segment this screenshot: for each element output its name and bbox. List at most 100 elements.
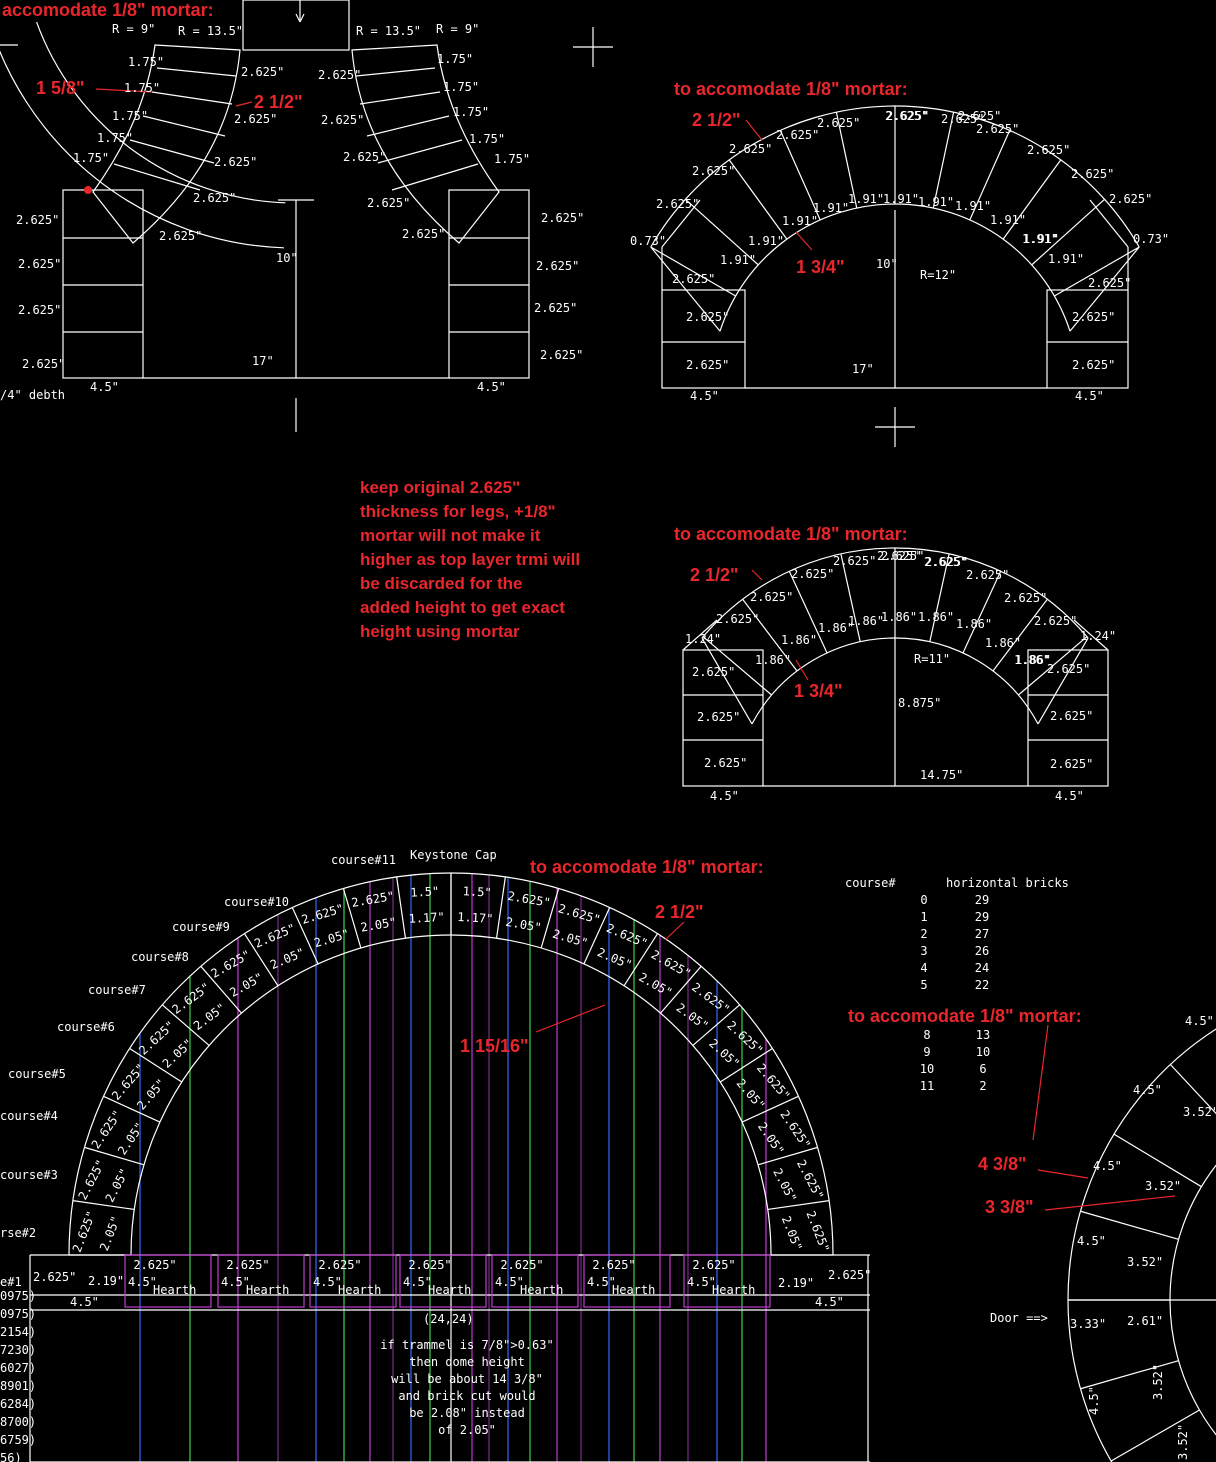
hearth-label: Hearth: [428, 1283, 471, 1297]
d1-right-outer-dim: 2.625": [343, 150, 386, 164]
d4-inner-dim: 2.05": [115, 1120, 147, 1158]
d2-outer-dim: 2.625": [817, 116, 860, 130]
d4-inner-dim: 2.05": [505, 915, 543, 935]
d1-left-extrados: [0, 50, 284, 249]
d2-radius: R=12": [920, 268, 956, 282]
d4-joint: [84, 1146, 145, 1166]
annotation-leader: [1044, 1195, 1176, 1211]
d1-left-inner-dim: 1.75": [97, 131, 133, 145]
d2-right-leg-dim: 2.625": [1072, 310, 1115, 324]
d2-joint: [1031, 198, 1105, 266]
diagram-1-title: accomodate 1/8" mortar:: [2, 0, 214, 20]
d4-inner-dim: 2.05": [268, 945, 307, 972]
d4-note-inner: 1 15/16": [460, 1036, 529, 1056]
d2-outer-dim: 2.625": [656, 197, 699, 211]
edge-number: 6027): [0, 1361, 36, 1375]
d1-right-outer-dim: 2.625": [318, 68, 361, 82]
d2-outer-dim: 2.625": [729, 142, 772, 156]
annotation-leader: [795, 659, 809, 681]
d4-inner-dim: 2.05": [103, 1166, 132, 1204]
d3-inner-dim: 1.86": [818, 621, 854, 635]
d1-right-inner-dim: 1.75": [443, 80, 479, 94]
hearth-top-dim: 2.625": [692, 1258, 735, 1272]
d2-side: 0.73": [630, 234, 666, 248]
d1-span: 17": [252, 354, 274, 368]
keep-original-note: thickness for legs, +1/8": [360, 502, 556, 521]
edge-number: 6284): [0, 1397, 36, 1411]
keep-original-note: height using mortar: [360, 622, 520, 641]
d4-joint: [757, 1146, 818, 1166]
course-label: course#11: [331, 853, 396, 867]
d2-intrados: [719, 203, 1071, 332]
table-bricks: 24: [975, 961, 989, 975]
d1-right-inner-dim: 1.75": [494, 152, 530, 166]
d4-joint: [741, 1095, 799, 1123]
d5-inner-circle: [1169, 1164, 1216, 1301]
d1-leg-width: 4.5": [90, 380, 119, 394]
d1-left-leg-dim: 2.625": [18, 303, 61, 317]
keep-original-note: be discarded for the: [360, 574, 522, 593]
d5-outer-dim: 4.5": [1093, 1159, 1122, 1173]
d5-inner-dim: 3.52": [1176, 1424, 1190, 1460]
d2-inner-dim: 1.91": [1022, 232, 1058, 246]
center-arrow: [299, 13, 305, 23]
hearth-brick: [683, 1254, 771, 1308]
d2-outer-dim: 2.625": [776, 128, 819, 142]
d5-outer-dim: 4.5": [1185, 1014, 1214, 1028]
table-bricks: 26: [975, 944, 989, 958]
d4-inner-dim: 2.05": [359, 915, 397, 935]
d1-depth: /4" debth: [0, 388, 65, 402]
d3-joint: [962, 570, 1002, 654]
d4-side-dim: 2.625": [828, 1268, 871, 1282]
table-bricks: 6: [979, 1062, 986, 1076]
d5-outer-circle: [1067, 1028, 1216, 1301]
d1-left-inner-dim: 1.75": [112, 109, 148, 123]
d1-left-joint: [113, 163, 201, 191]
d4-joint: [129, 1047, 183, 1083]
d4-outer-dim: 1.5": [410, 884, 440, 900]
d3-left-leg-dim: 2.625": [697, 710, 740, 724]
d1-left-outer-dim: 2.625": [234, 112, 277, 126]
d1-left-inner-dim: 1.75": [73, 151, 109, 165]
d4-outer-dim: 1.5": [462, 884, 492, 900]
d3-inner-dim: 1.86": [918, 610, 954, 624]
table-bricks: 10: [976, 1045, 990, 1059]
table-course: 4: [920, 961, 927, 975]
d3-joint: [701, 637, 753, 725]
d2-leg-width: 4.5": [1075, 389, 1104, 403]
d1-right-leg-dim: 2.625": [541, 211, 584, 225]
d2-span: 17": [852, 362, 874, 376]
table-course: 11: [920, 1079, 934, 1093]
edge-number: 0975): [0, 1289, 36, 1303]
table-course: 2: [920, 927, 927, 941]
hearth-brick: [399, 1254, 487, 1308]
d4-joint: [692, 1004, 741, 1046]
d1-right-inner-dim: 1.75": [453, 105, 489, 119]
keep-original-note: higher as top layer trmi will: [360, 550, 580, 569]
table-bricks: 2: [979, 1079, 986, 1093]
d4-gap-dim: 2.19": [778, 1276, 814, 1290]
d1-left-joint: [151, 91, 233, 105]
course-label: course#5: [8, 1067, 66, 1081]
d3-outer-dim: 2.625": [881, 549, 924, 563]
d3-outer-dim: 2.625": [966, 568, 1009, 582]
d2-outer-dim: 2.625": [976, 122, 1019, 136]
annotation-leader: [1032, 1024, 1049, 1141]
d2-inner-dim: 1.91": [955, 199, 991, 213]
annotation-leader: [751, 569, 763, 581]
keep-original-note: mortar will not make it: [360, 526, 541, 545]
d2-inner-dim: 1.91": [720, 253, 756, 267]
d1-right-inner-dim: 1.75": [437, 52, 473, 66]
course-label: course#9: [172, 920, 230, 934]
d2-inner-dim: 1.91": [813, 201, 849, 215]
d1-right-inner-dim: 1.75": [469, 132, 505, 146]
d2-inner-dim: 1.91": [1048, 252, 1084, 266]
d4-joint: [200, 965, 242, 1014]
edge-number: 2154): [0, 1325, 36, 1339]
d5-joint: [1080, 1360, 1179, 1390]
d2-leg-edge: [1089, 199, 1129, 248]
hearth-top-dim: 2.625": [226, 1258, 269, 1272]
d2-inner-dim: 1.91": [990, 213, 1026, 227]
d2-left-leg-dim: 2.625": [686, 358, 729, 372]
d2-outer-dim: 2.625": [1109, 192, 1152, 206]
